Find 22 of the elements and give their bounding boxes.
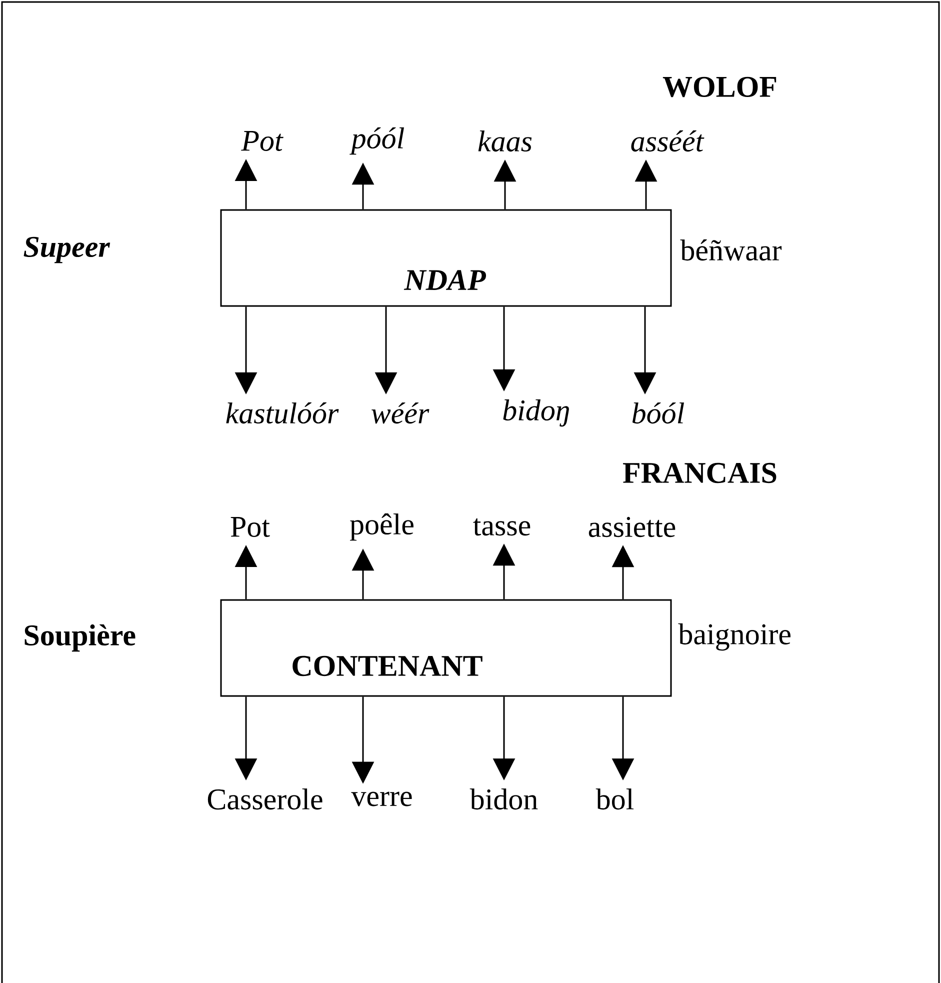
category-box: NDAP (220, 209, 672, 307)
word-label: Pot (241, 131, 284, 151)
language-heading: WOLOF (662, 76, 776, 98)
word-label: wéér (372, 402, 430, 424)
term-label: Soupière (24, 624, 136, 652)
word-label: tasse (473, 518, 530, 536)
word-label: kastulóór (226, 402, 339, 424)
word-label: assiette (588, 516, 676, 538)
word-label: poêle (350, 513, 414, 541)
word-label: póól (350, 127, 404, 155)
word-label: bol (596, 788, 634, 810)
word-label: kaas (478, 130, 532, 152)
word-label: Pot (230, 517, 270, 537)
category-box: CONTENANT (220, 599, 672, 697)
term-label: Supeer (24, 236, 110, 264)
language-heading: FRANCAIS (623, 462, 776, 484)
word-label: asséét (631, 130, 704, 152)
word-label: verre (351, 792, 412, 806)
word-label: bidoŋ (503, 399, 569, 427)
word-label: bidon (470, 788, 538, 810)
word-label: bóól (632, 402, 684, 424)
word-label: Casserole (208, 788, 322, 810)
